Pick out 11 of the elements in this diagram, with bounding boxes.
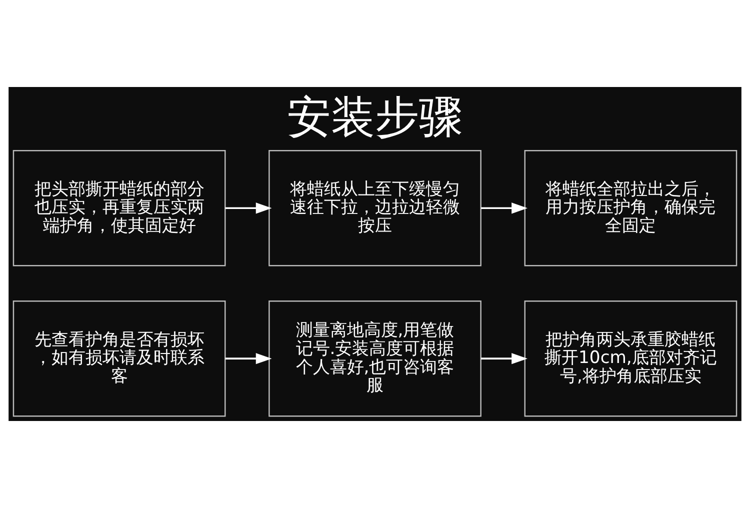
node-box: 测量离地高度,用笔做记号.安装高度可根据个人喜好,也可咨询客服	[268, 300, 482, 417]
node-box: 将蜡纸从上至下缓慢匀速往下拉，边拉边轻微按压	[268, 150, 482, 266]
arrow	[225, 353, 272, 364]
node-box: 将蜡纸全部拉出之后，用力按压护角，确保完全固定	[524, 150, 738, 266]
node-box: 把护角两头承重胶蜡纸撕开10cm,底部对齐记号,将护角底部压实	[524, 300, 738, 417]
node-box: 把头部撕开蜡纸的部分也压实，再重复压实两端护角，使其固定好	[12, 150, 226, 266]
arrow	[225, 202, 272, 214]
diagram-title: 安装步骤	[287, 92, 463, 144]
arrow	[481, 353, 528, 364]
node-box: 先查看护角是否有损坏，如有损坏请及时联系客	[12, 300, 226, 417]
arrow	[481, 202, 528, 214]
